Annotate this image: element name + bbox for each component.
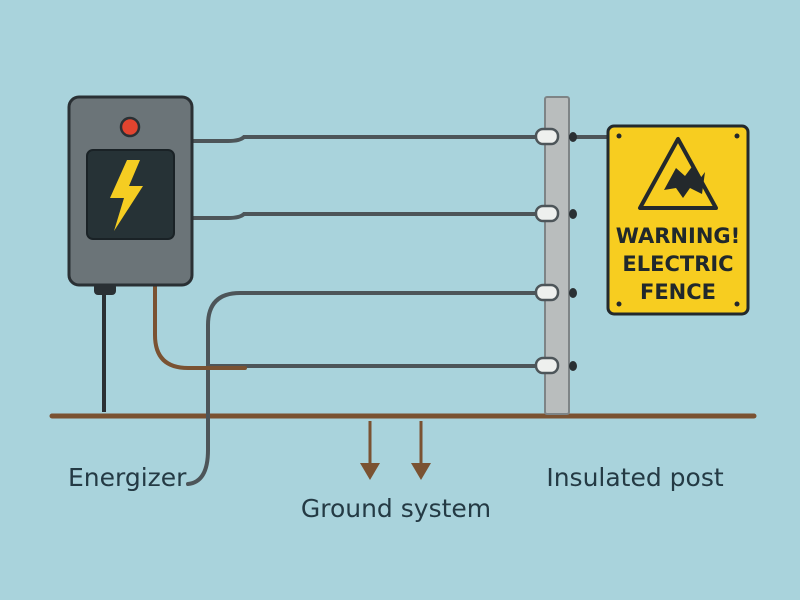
fence-wire-2 <box>190 212 547 220</box>
insulated-post <box>544 96 570 415</box>
electric-shock-warning-icon <box>638 137 718 210</box>
sign-screw-top-left <box>616 133 622 139</box>
ground-wire <box>153 283 247 370</box>
sign-screw-bottom-left <box>616 301 622 307</box>
sign-screw-bottom-right <box>734 301 740 307</box>
insulator-3 <box>534 283 577 302</box>
insulator-1 <box>534 127 577 146</box>
sign-screw-top-right <box>734 133 740 139</box>
fence-wire-3 <box>186 291 547 486</box>
sign-text-line-1: WARNING! <box>616 224 740 248</box>
insulator-4 <box>534 356 577 375</box>
energizer-indicator-light <box>119 116 141 138</box>
energizer-label: Energizer <box>68 463 187 492</box>
ground-rod-arrow-right <box>411 421 431 480</box>
insulated-post-label: Insulated post <box>546 463 724 492</box>
ground-rod-arrow-left <box>360 421 380 480</box>
sign-text-line-2: ELECTRIC <box>622 252 733 276</box>
energizer-cable <box>96 288 106 412</box>
sign-text-line-3: FENCE <box>640 280 716 304</box>
fence-wire-1 <box>190 135 547 143</box>
lightning-bolt-icon <box>110 160 143 231</box>
energizer-box <box>67 95 194 287</box>
ground-system-label: Ground system <box>301 494 491 523</box>
insulator-2 <box>534 204 577 223</box>
warning-sign: WARNING! ELECTRIC FENCE <box>606 124 750 316</box>
